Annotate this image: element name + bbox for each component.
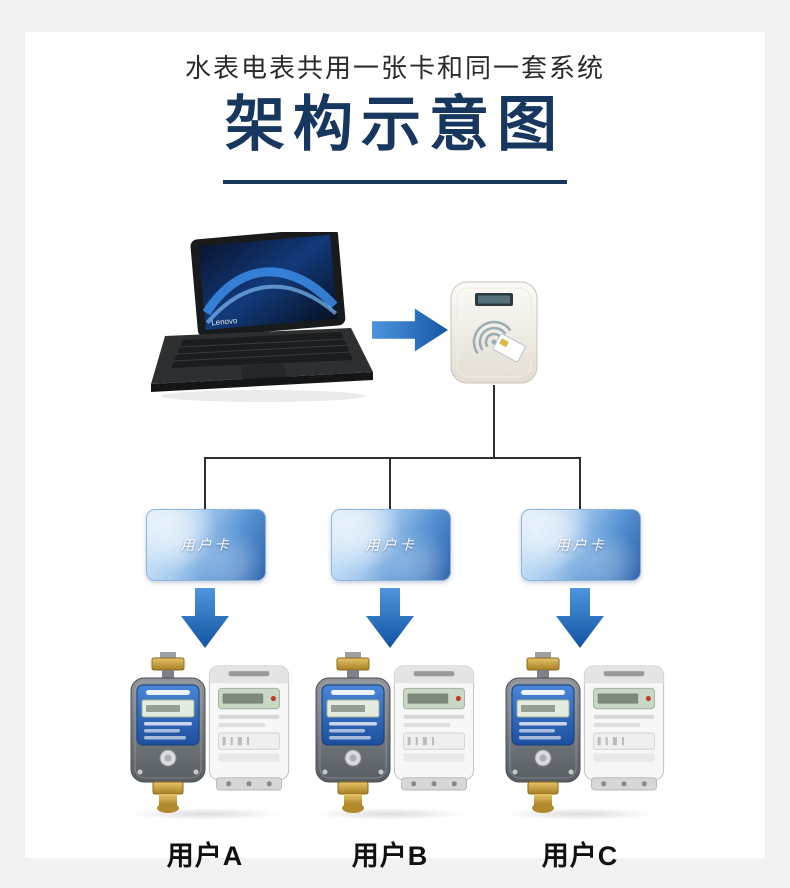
down-arrow-icon bbox=[556, 588, 604, 648]
user-card-a: 用户卡 bbox=[146, 509, 266, 581]
user-label-b: 用户B bbox=[351, 841, 429, 871]
laptop-illustration: Lenovo bbox=[145, 227, 380, 404]
user-label-c: 用户C bbox=[541, 841, 619, 871]
electric-meter-illustration bbox=[208, 665, 290, 791]
card-label: 用户卡 bbox=[180, 538, 232, 554]
electric-meter-illustration bbox=[393, 665, 475, 791]
laptop-brand-label: Lenovo bbox=[211, 316, 238, 327]
title-underline bbox=[223, 180, 567, 184]
connector-drop-c bbox=[579, 458, 581, 510]
card-reader-illustration bbox=[446, 280, 542, 387]
meter-group-a bbox=[120, 650, 290, 820]
arrow-right-icon bbox=[372, 308, 448, 352]
water-meter-illustration bbox=[505, 652, 581, 813]
diagram-title: 架构示意图 bbox=[225, 91, 565, 158]
connector-reader-drop bbox=[493, 385, 495, 457]
meter-group-c bbox=[495, 650, 665, 820]
water-meter-illustration bbox=[315, 652, 391, 813]
down-arrow-icon bbox=[181, 588, 229, 648]
water-meter-illustration bbox=[130, 652, 206, 813]
user-card-b: 用户卡 bbox=[331, 509, 451, 581]
diagram-subtitle: 水表电表共用一张卡和同一套系统 bbox=[184, 53, 605, 83]
user-label-a: 用户A bbox=[166, 841, 244, 871]
connector-drop-a bbox=[204, 458, 206, 510]
meter-group-b bbox=[305, 650, 475, 820]
wifi-icon bbox=[472, 320, 512, 355]
card-label: 用户卡 bbox=[555, 538, 607, 554]
electric-meter-illustration bbox=[583, 665, 665, 791]
down-arrow-icon bbox=[366, 588, 414, 648]
connector-drop-b bbox=[389, 458, 391, 510]
card-label: 用户卡 bbox=[365, 538, 417, 554]
connector-bus bbox=[204, 457, 581, 459]
user-card-c: 用户卡 bbox=[521, 509, 641, 581]
swipe-card-icon bbox=[492, 333, 526, 363]
